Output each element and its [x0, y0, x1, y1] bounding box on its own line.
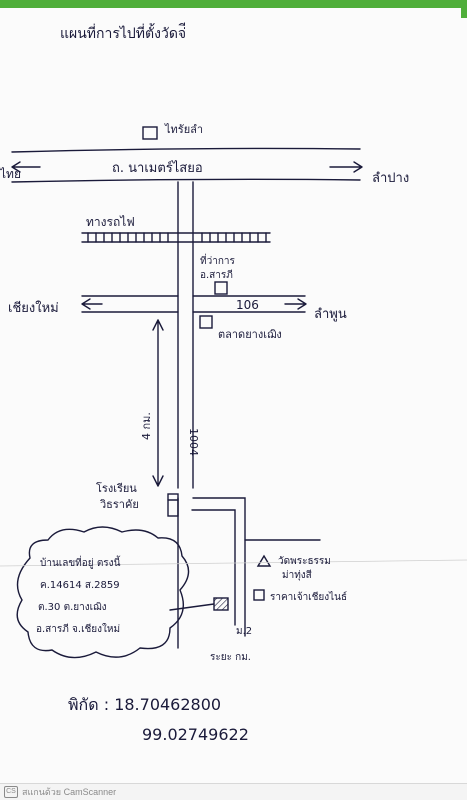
arrow-west-cross: [81, 298, 103, 310]
coordinates-line2: 99.02749622: [142, 725, 249, 744]
lower-soi: [191, 509, 236, 626]
scanner-footer: CS สแกนด้วย CamScanner: [0, 783, 467, 800]
destination-house-icon: [213, 597, 229, 611]
note-pointer: [169, 603, 215, 611]
temple-right-line1: วัดพระธรรม: [278, 556, 331, 567]
district-office-icon: [214, 281, 228, 295]
main-road-top-edge: [11, 147, 361, 153]
coordinates-line1: พิกัด : 18.70462800: [68, 695, 221, 714]
district-office-line1: ที่ว่าการ: [200, 253, 235, 267]
east-cross-label: ลำพูน: [314, 307, 347, 322]
distance-label: 4 กม.: [140, 412, 153, 440]
market-icon: [199, 315, 213, 329]
railway-ties: [87, 232, 267, 243]
market-label: ตลาดยางเฌิง: [218, 328, 282, 341]
east-main-label: ลำปาง: [372, 171, 409, 186]
school-label-line2: วิธราคัย: [99, 498, 139, 511]
camscanner-logo-icon: CS: [4, 786, 18, 798]
corner-green-mark: [461, 0, 467, 18]
arrow-west-main: [11, 161, 41, 173]
school-label-line1: โรงเรียน: [96, 481, 137, 495]
cross-road-number: 106: [236, 298, 259, 312]
temple-right-line2: ม่าทุ่งสี: [282, 569, 312, 581]
main-road-bottom-edge: [11, 178, 361, 183]
arrow-east-cross: [284, 298, 307, 310]
map-title: แผนที่การไปที่ตั้งวัดจ่ี: [60, 22, 186, 42]
shop-right-label: ราคาเจ้าเชียงไนธ์: [270, 591, 347, 603]
moo-label: ม.2: [236, 626, 252, 637]
railway-label: ทางรถไฟ: [86, 215, 135, 229]
note-cloud: [16, 526, 190, 659]
vertical-road-number: 1004: [187, 428, 200, 456]
note-line2: ค.14614 ส.2859: [40, 580, 120, 591]
district-office-line2: อ.สารภี: [200, 269, 233, 281]
note-line4: อ.สารภี จ.เชียงใหม่: [36, 623, 120, 635]
west-main-label: ไทย: [0, 167, 21, 181]
note-line3: ต.30 ต.ยางเฌิง: [38, 602, 107, 613]
scanner-text: สแกนด้วย CamScanner: [22, 787, 117, 797]
bottom-road-label: ระยะ กม.: [210, 652, 251, 663]
shop-icon: [253, 589, 265, 601]
note-line1: บ้านเลขที่อยู่ ตรงนี้: [40, 555, 121, 569]
railway-lines: [81, 232, 271, 243]
west-cross-label: เชียงใหม่: [8, 300, 59, 316]
arrow-east-main: [329, 161, 363, 173]
main-road-label: ถ. นาเมตร์ไสยอ: [112, 160, 203, 176]
temple-right-icon: [256, 554, 272, 567]
distance-arrow: [152, 319, 164, 487]
temple-top-icon: [142, 126, 158, 140]
top-green-border: [0, 0, 467, 8]
temple-top-label: ไทรัยลำ: [164, 123, 203, 136]
scan-line: [0, 559, 467, 567]
school-icon: [167, 493, 179, 517]
lower-road: [177, 497, 246, 649]
